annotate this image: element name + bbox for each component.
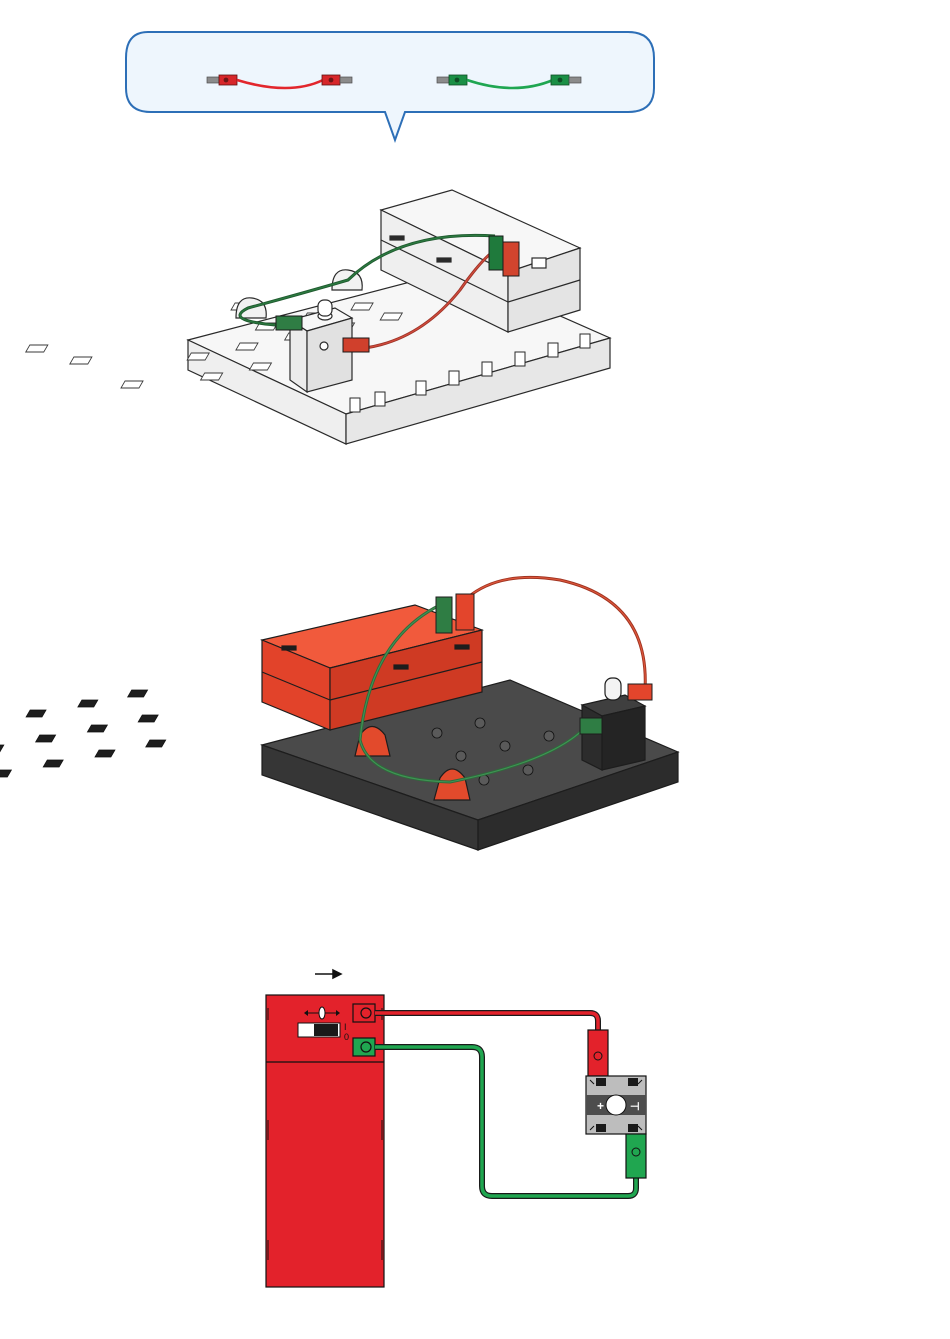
color-model <box>0 605 678 850</box>
circuit-schematic: I 0 + ⊣ <box>266 970 646 1287</box>
led-minus-symbol: ⊣ <box>630 1101 640 1113</box>
callout-bubble <box>126 32 654 140</box>
led-bulb-symbol-icon <box>606 1095 626 1115</box>
cable-callout <box>126 32 654 140</box>
led-bulb-icon-2 <box>605 678 621 700</box>
svg-text:0: 0 <box>344 1032 349 1042</box>
svg-text:I: I <box>344 1022 347 1032</box>
white-base-model <box>26 190 610 444</box>
led-plus-label: + <box>597 1099 604 1113</box>
led-module: + ⊣ <box>586 1076 646 1134</box>
led-bulb-icon <box>318 300 332 316</box>
direction-arrow-icon <box>315 970 341 978</box>
red-wire-outline <box>375 1013 598 1040</box>
red-wire <box>375 1013 598 1040</box>
